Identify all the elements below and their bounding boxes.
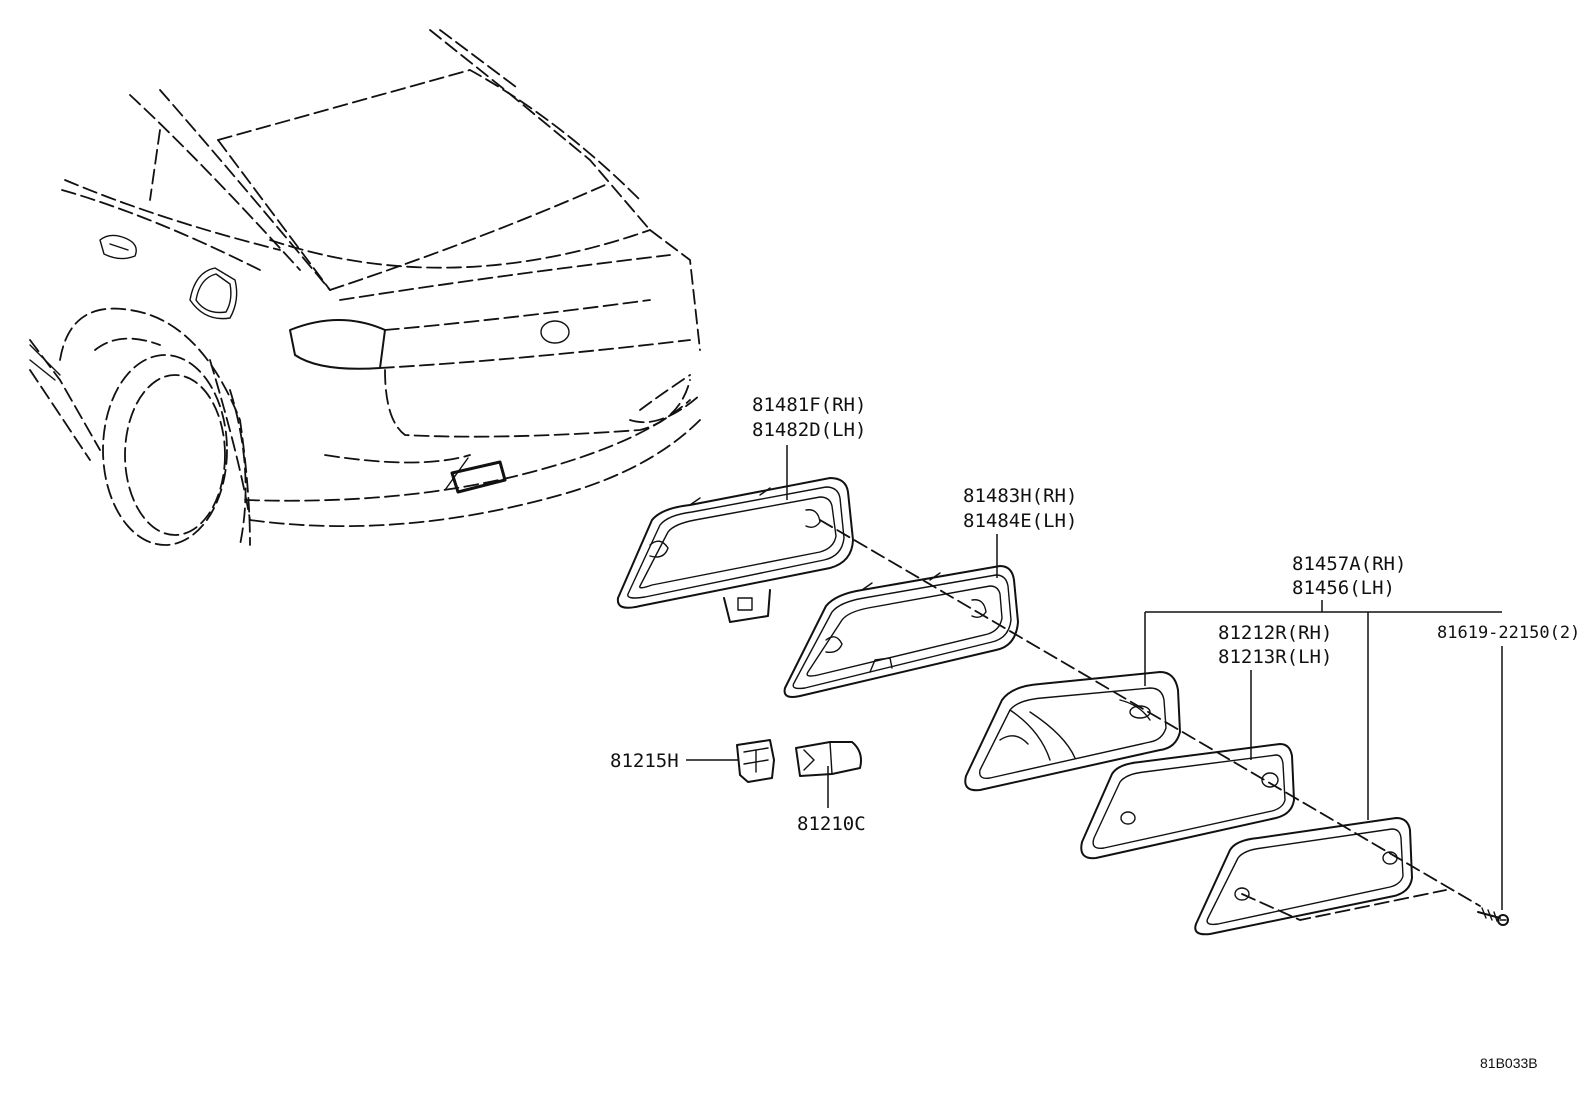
- label-81484E: 81484E(LH): [963, 510, 1077, 532]
- lens-part: [1080, 743, 1295, 860]
- leader-lines: [686, 445, 1503, 910]
- label-81456: 81456(LH): [1292, 577, 1395, 599]
- label-81481F: 81481F(RH): [752, 394, 866, 416]
- label-81210C: 81210C: [797, 813, 866, 835]
- diagram-reference-code: 81B033B: [1480, 1055, 1538, 1071]
- label-81483H: 81483H(RH): [963, 485, 1077, 507]
- lamp-housing-part: [964, 671, 1181, 792]
- label-81213R: 81213R(LH): [1218, 646, 1332, 668]
- screw-part: [1477, 907, 1509, 926]
- socket-part: [736, 739, 775, 783]
- part-labels: 81481F(RH) 81482D(LH) 81483H(RH) 81484E(…: [610, 394, 1580, 1071]
- inner-frame-part: [783, 565, 1019, 698]
- assembly-line-2: [1241, 889, 1447, 921]
- label-81215H: 81215H: [610, 750, 679, 772]
- label-81619-22150: 81619-22150(2): [1437, 623, 1580, 643]
- outer-frame-part: [616, 477, 854, 623]
- label-81457A: 81457A(RH): [1292, 553, 1406, 575]
- label-81212R: 81212R(RH): [1218, 622, 1332, 644]
- label-81482D: 81482D(LH): [752, 419, 866, 441]
- assembly-line: [819, 519, 1481, 907]
- vehicle-outline: [29, 29, 701, 546]
- reflector-plate-part: [1194, 817, 1413, 936]
- bulb-part: [795, 741, 862, 777]
